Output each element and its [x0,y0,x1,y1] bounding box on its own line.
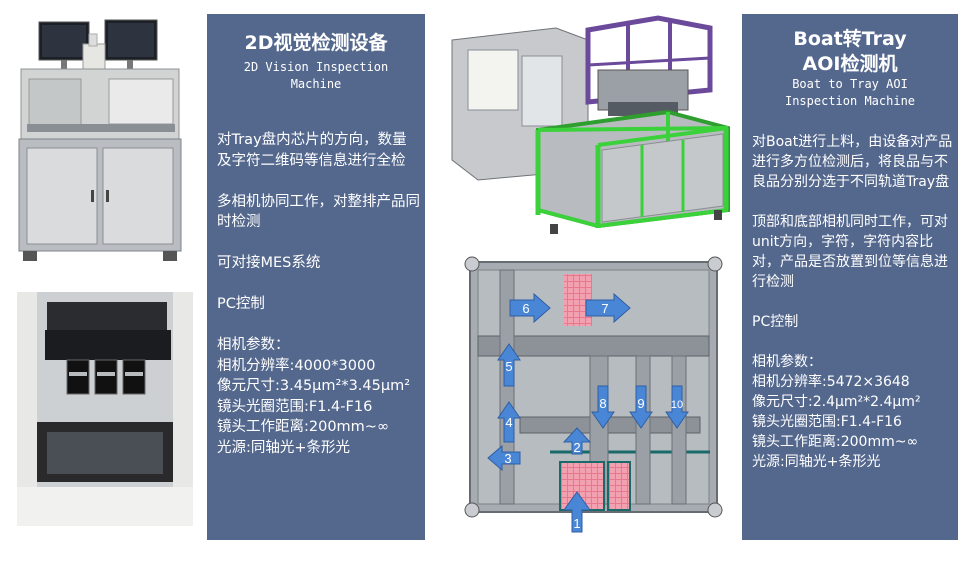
arrow-label-7: 7 [601,301,608,316]
machine-photo [17,14,183,266]
arrow-label-4: 4 [505,415,512,430]
arrow-label-8: 8 [599,396,606,411]
left-panel-subtitle-line2: Machine [290,77,342,91]
aoi-machine-render [438,10,730,242]
arrow-label-10: 10 [671,399,683,411]
arrow-label-6: 6 [522,301,529,316]
machine-illustration [18,19,182,261]
arrow-label-5: 5 [505,359,512,374]
layout-illustration: 1 2 3 4 5 6 7 8 9 10 [464,256,723,533]
right-panel-description: 对Boat进行上料，由设备对产品进行多方位检测后，将良品与不良品分别分选于不同轨… [752,134,953,470]
right-panel-subtitle-line1: Boat to Tray AOI [792,77,908,91]
left-panel-subtitle-line1: 2D Vision Inspection [243,60,389,74]
right-panel-subtitle-line2: Inspection Machine [784,94,916,108]
machine-layout-top-view: 1 2 3 4 5 6 7 8 9 10 [460,252,727,533]
right-info-panel: Boat转Tray AOI检测机 Boat to Tray AOI Inspec… [742,14,958,540]
left-info-panel: 2D视觉检测设备 2D Vision Inspection Machine 对T… [207,14,425,540]
right-panel-title-line2: AOI检测机 [802,53,898,75]
arrow-label-9: 9 [637,396,644,411]
right-panel-title-line1: Boat转Tray [793,28,907,50]
camera-illustration [17,292,193,526]
arrow-label-2: 2 [573,440,580,455]
arrow-label-1: 1 [573,516,580,531]
camera-photo [17,292,193,526]
left-panel-title: 2D视觉检测设备 [244,32,388,54]
left-panel-description: 对Tray盘内芯片的方向，数量及字符二维码等信息进行全检 多相机协同工作，对整排… [217,132,420,456]
aoi-render-illustration [451,15,730,234]
arrow-label-3: 3 [504,451,511,466]
